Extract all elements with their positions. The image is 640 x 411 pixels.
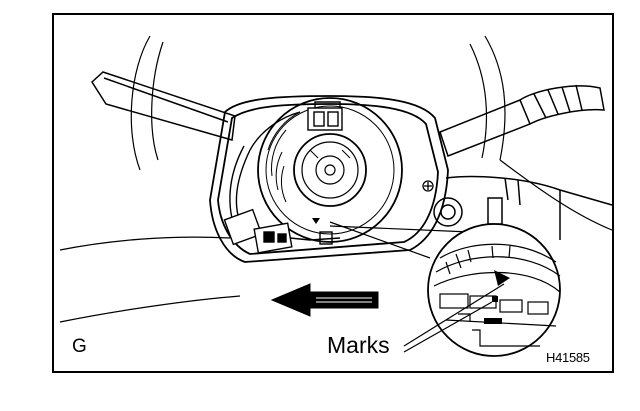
alignment-mark — [312, 218, 320, 224]
steering-wheel-outline — [59, 35, 613, 323]
left-lever — [91, 71, 236, 141]
panel-letter: G — [72, 336, 87, 357]
bolt — [422, 180, 434, 192]
callout-leaders — [329, 221, 471, 259]
column-cover — [209, 95, 449, 263]
direction-arrow — [270, 283, 379, 317]
ignition-housing — [433, 175, 613, 240]
spiral-cable — [257, 97, 403, 243]
wire-harness-connector — [223, 145, 341, 254]
top-connector — [249, 101, 343, 151]
figure-code: H41585 — [546, 350, 590, 365]
marks-label: Marks — [327, 332, 390, 358]
right-lever — [439, 84, 605, 157]
marks-leaders — [403, 283, 505, 353]
figure-frame — [52, 13, 614, 373]
